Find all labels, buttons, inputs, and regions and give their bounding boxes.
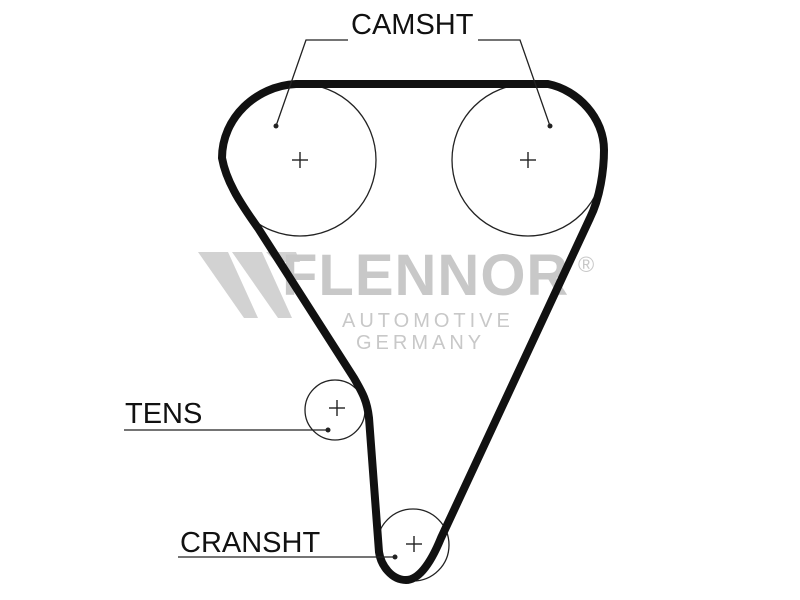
watermark-logo-mark [198,252,258,318]
watermark-line-automotive: AUTOMOTIVE [342,310,514,332]
center-mark [292,152,308,168]
watermark-logo-mark [232,252,292,318]
camshaft-label: CAMSHT [351,9,474,41]
watermark-registered-mark: ® [578,252,594,277]
center-mark [329,400,345,416]
crankshaft-label: CRANSHT [180,527,320,559]
center-mark [520,152,536,168]
camshaft-leader [273,39,553,129]
tensioner-leader [124,427,331,433]
watermark: FLENNOR ® AUTOMOTIVE GERMANY [198,243,594,354]
crankshaft-leader [178,554,398,560]
watermark-brand: FLENNOR [282,243,569,308]
timing-belt [218,80,608,584]
tensioner-label: TENS [125,398,202,430]
center-mark [406,536,422,552]
watermark-line-germany: GERMANY [356,332,485,354]
